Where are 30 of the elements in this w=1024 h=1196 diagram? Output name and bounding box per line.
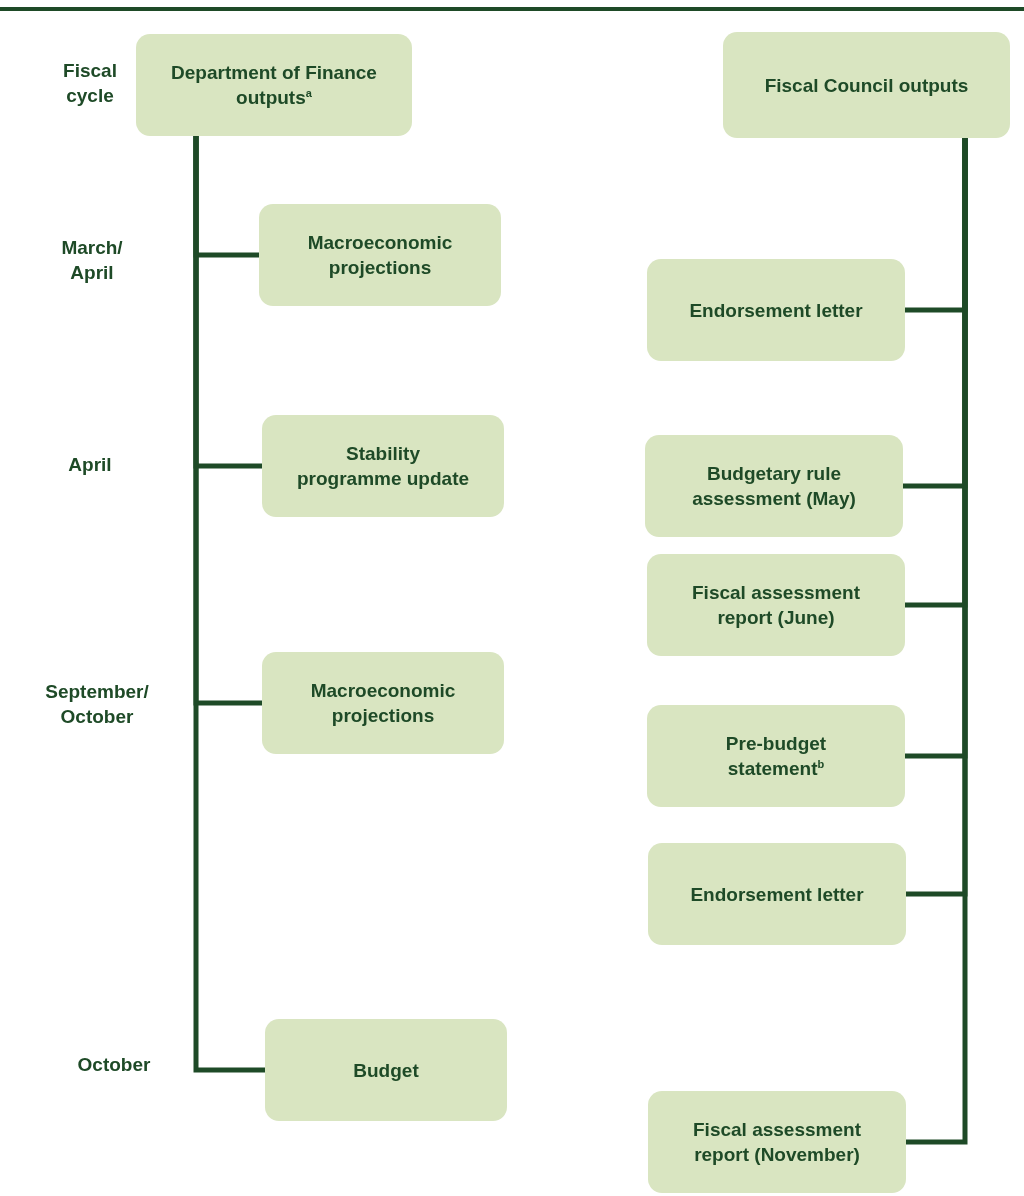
box-text: Endorsement letter bbox=[689, 298, 863, 323]
box-text: Fiscal Council outputs bbox=[764, 73, 969, 98]
period-label: Fiscal cycle bbox=[62, 59, 118, 108]
box-text: Department of Finance outputs$^{a}$ bbox=[170, 61, 378, 110]
output-box bbox=[262, 415, 504, 517]
period-label: September/ October bbox=[44, 680, 150, 729]
output-box bbox=[645, 435, 903, 537]
period-label: March/ April bbox=[60, 236, 124, 285]
box-text: Budgetary rule assessment (May) bbox=[691, 462, 857, 511]
box-text: Budget bbox=[353, 1058, 419, 1083]
output-box bbox=[648, 843, 906, 945]
box-text: Macroeconomic projections bbox=[309, 679, 457, 728]
box-text: Stability programme update bbox=[296, 442, 470, 491]
box-text: Fiscal assessment report (November) bbox=[692, 1118, 862, 1167]
connector-line bbox=[193, 136, 265, 1073]
output-box bbox=[265, 1019, 507, 1121]
box-text: Endorsement letter bbox=[690, 882, 864, 907]
period-label: April bbox=[67, 453, 113, 477]
output-box bbox=[647, 554, 905, 656]
output-box bbox=[723, 32, 1010, 138]
box-text: Fiscal assessment report (June) bbox=[691, 581, 861, 630]
output-box bbox=[648, 1091, 906, 1193]
box-text: Macroeconomic projections bbox=[306, 231, 454, 280]
box-text: Pre-budget statement$^{b}$ bbox=[724, 732, 828, 781]
output-box bbox=[647, 705, 905, 807]
period-label: October bbox=[76, 1053, 152, 1077]
output-box bbox=[259, 204, 501, 306]
output-box bbox=[647, 259, 905, 361]
output-box bbox=[262, 652, 504, 754]
output-box bbox=[136, 34, 412, 136]
